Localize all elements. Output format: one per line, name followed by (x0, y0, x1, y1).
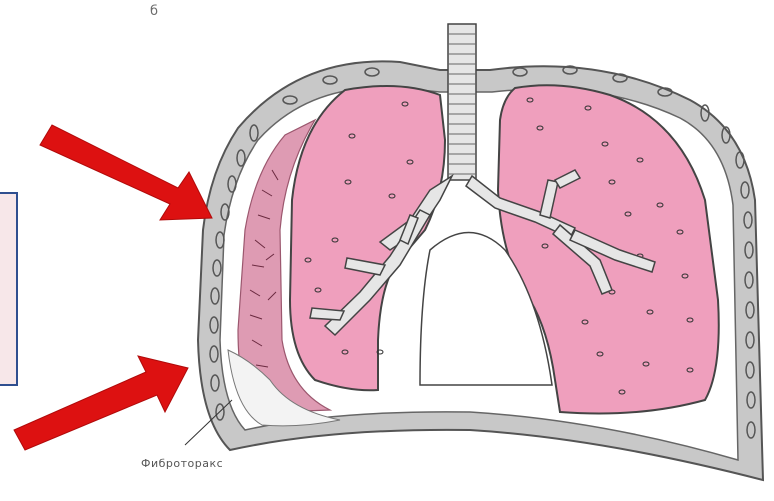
figure-caption: Фиброторакс (141, 457, 223, 470)
arrow-right-down-icon (40, 125, 212, 220)
trachea (448, 24, 476, 180)
arrow-right-up-icon (14, 356, 188, 450)
